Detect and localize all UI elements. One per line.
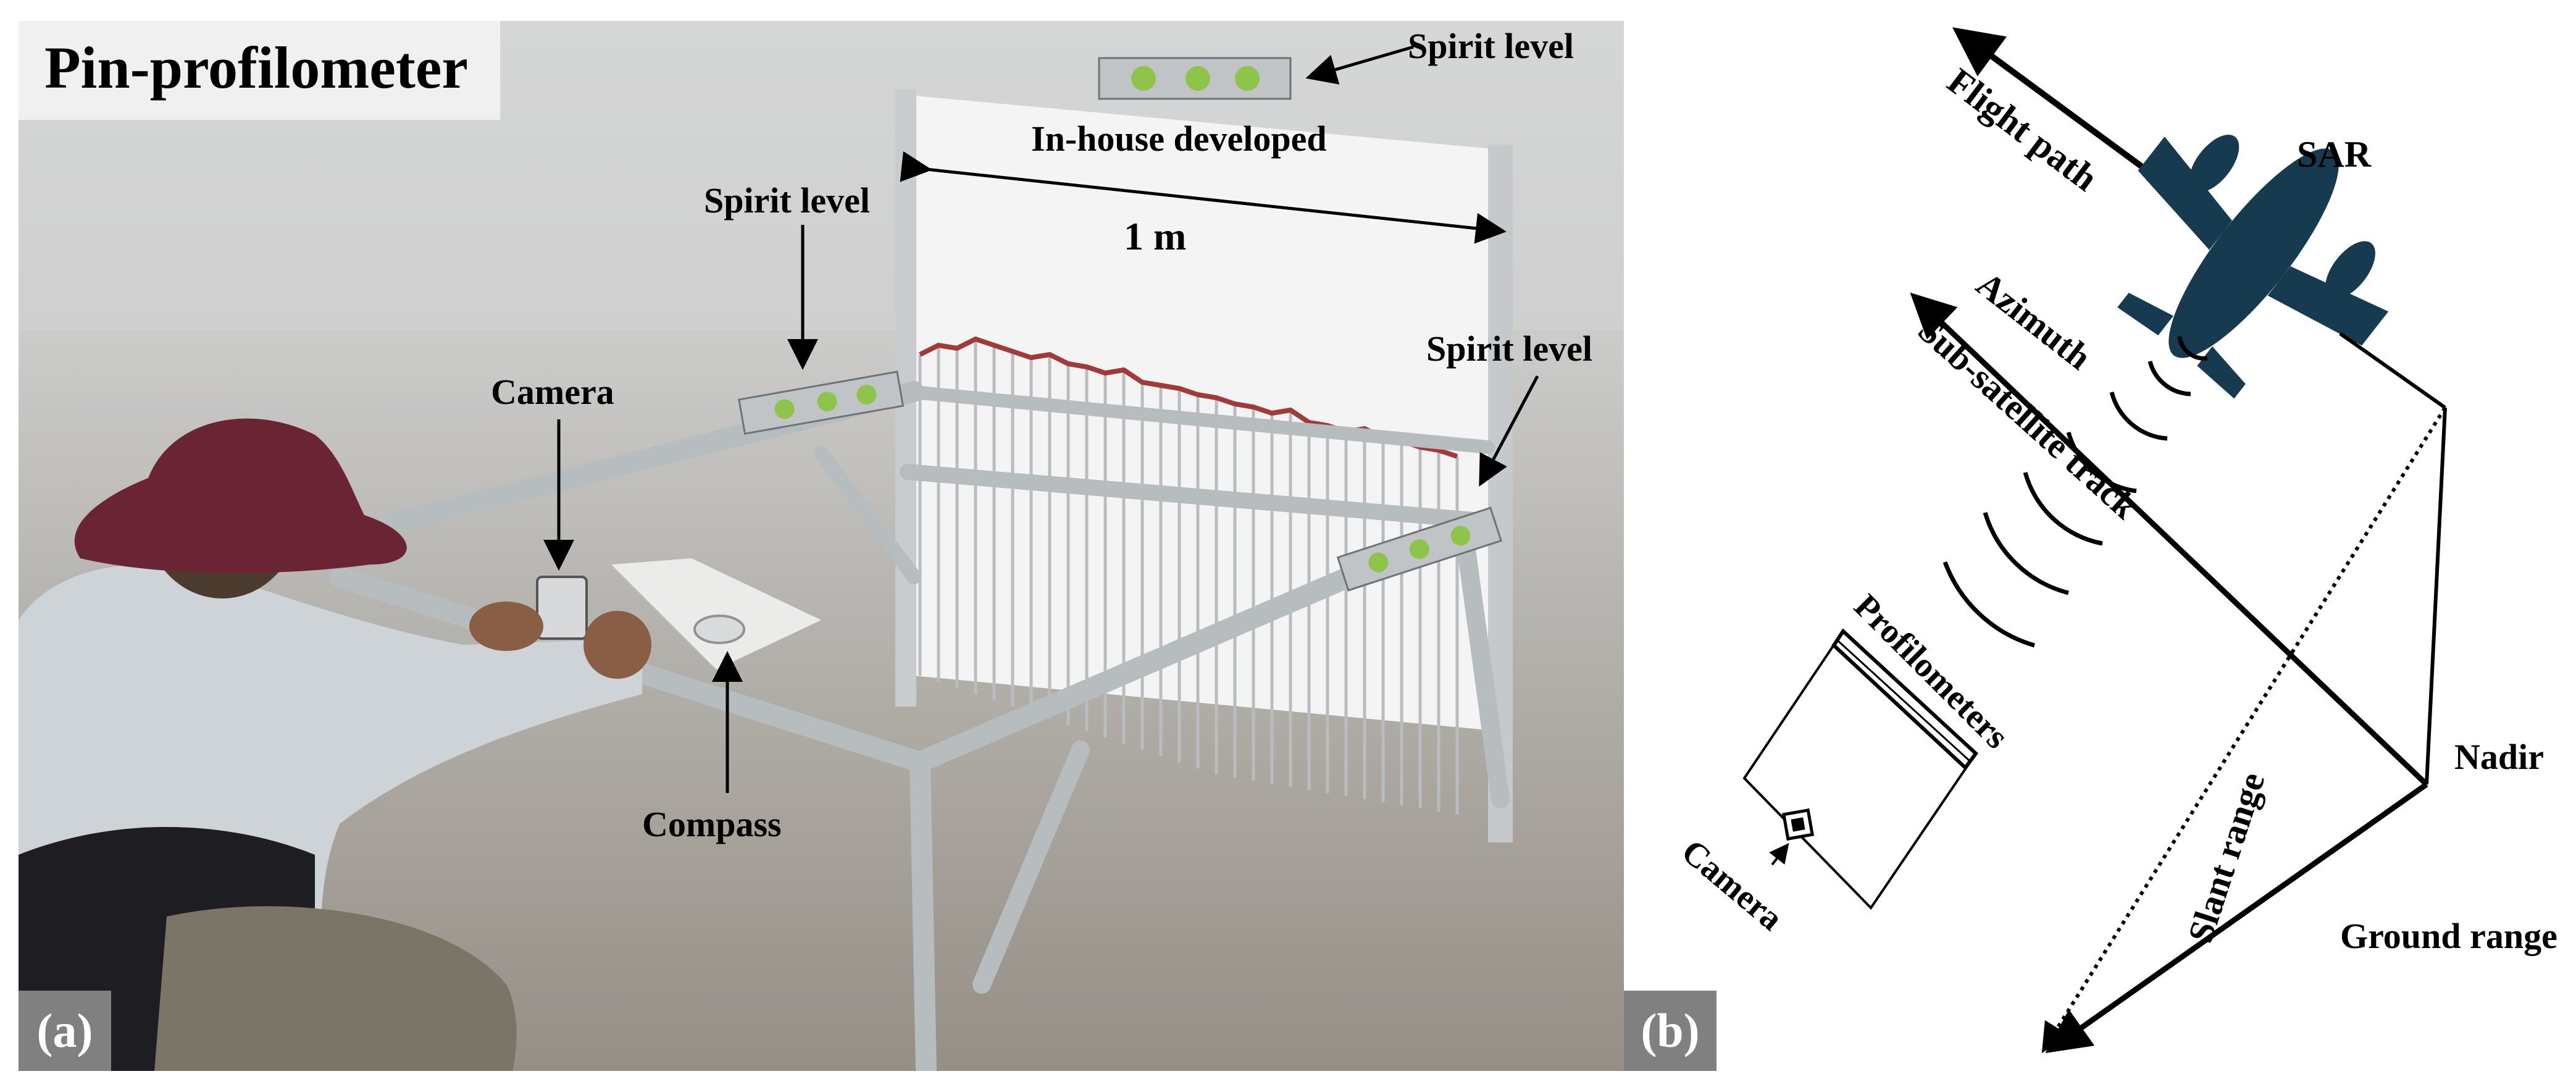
spirit-level-left [738,371,905,435]
aircraft-to-range-line [2339,332,2446,409]
profilometers-bar-inner [1836,639,1971,762]
arrow-spirit-level-top [1305,45,1414,85]
arrow-camera-b [1769,842,1789,866]
sar-geometry-panel: Flight path SAR Azimuth Sub-satellite tr… [1624,0,2576,1087]
radar-beam-arcs [1942,336,2208,648]
slant-range-line [2041,406,2447,1054]
title-box: Pin-profilometer [19,21,500,120]
camera-icon-inner [1791,817,1805,832]
label-in-house-developed: In-house developed [1031,119,1327,159]
sar-aircraft-icon [2117,135,2389,399]
photo-panel: Spirit level In-house developed 1 m Spir… [19,21,1624,1071]
label-camera-b: Camera [1675,832,1791,938]
label-spirit-level-right: Spirit level [1426,329,1592,369]
ground-range-arrow [2045,782,2428,1054]
person-crouching [19,418,651,1071]
label-spirit-level-top: Spirit level [1408,26,1574,66]
panel-b-tag: (b) [1624,991,1717,1071]
label-compass: Compass [642,804,782,844]
label-one-meter: 1 m [1124,214,1186,258]
compass-board [611,558,821,669]
pin-profilometer-photo: Spirit level In-house developed 1 m Spir… [19,26,1624,1071]
flight-path-arrow [1952,27,2169,188]
sar-geometry-diagram: Flight path SAR Azimuth Sub-satellite tr… [1675,27,2557,1054]
label-spirit-level-left: Spirit level [704,180,870,220]
arrow-spirit-level-right [1479,375,1539,487]
label-sub-satellite-track: Sub-satellite track [1910,309,2145,527]
spirit-level-right [1336,506,1503,592]
label-camera: Camera [491,372,614,412]
spirit-level-top [1098,57,1292,100]
panel-a-tag: (a) [19,991,111,1071]
label-sar: SAR [2297,134,2372,175]
label-nadir: Nadir [2454,737,2544,777]
panel-a-title: Pin-profilometer [44,35,469,101]
compass [693,615,745,644]
azimuth-track-line [1910,292,2429,787]
arrow-one-meter [900,151,1507,244]
label-ground-range: Ground range [2340,916,2557,956]
label-slant-range: Slant range [2180,768,2273,947]
nadir-vertical-line [2425,407,2447,785]
